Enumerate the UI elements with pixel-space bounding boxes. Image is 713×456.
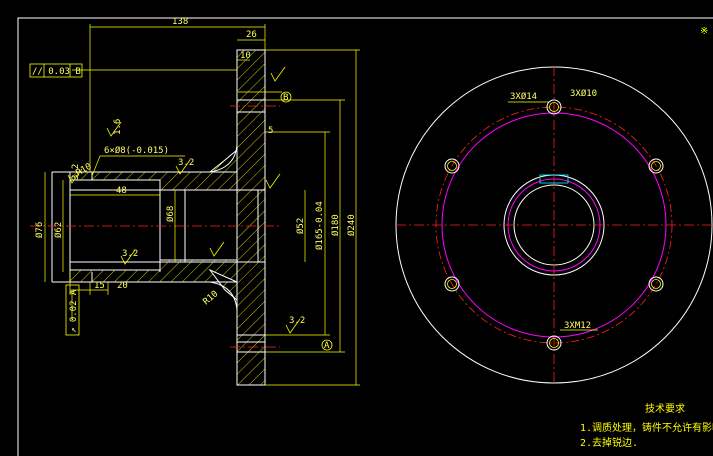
keyway (539, 174, 569, 184)
dim-dia-62: Ø62 (53, 222, 64, 238)
corner-mark: ※ (700, 26, 708, 37)
roughness-mid: 3.2 (122, 249, 138, 259)
dim-dia-52: Ø52 (295, 218, 306, 234)
dim-bolt-hole: 6×Ø8(-0.015) (104, 145, 169, 156)
parallel-frame-text: // 0.03 B (32, 67, 81, 77)
dim-dia-180: Ø180 (330, 214, 341, 236)
section-view (30, 24, 360, 386)
roughness-bot: 3.2 (289, 316, 305, 326)
dim-dia-76: Ø76 (34, 222, 45, 238)
roughness-low: 3.2 (71, 164, 81, 180)
dim-length-20: 20 (117, 281, 128, 291)
dim-length-15: 15 (94, 281, 105, 291)
dim-flange-width: 26 (246, 30, 257, 40)
roughness-16: 1.6 (113, 119, 123, 135)
runout-frame-text: ↗ 0.02 A (69, 289, 79, 333)
roughness-top: 3.2 (178, 158, 194, 168)
dim-dia-165: Ø165-0.04 (314, 201, 325, 250)
datum-a: A (321, 339, 333, 351)
flange-hatch (236, 49, 266, 336)
notes-title: 技术要求 (645, 402, 685, 415)
dim-overall-length: 138 (172, 17, 188, 27)
dim-dia-240: Ø240 (346, 214, 357, 236)
parallel-tolerance-frame: // 0.03 B (29, 63, 83, 78)
front-view (395, 66, 713, 384)
datum-b: B (280, 91, 292, 103)
notes-line-1: 1.调质处理，铸件不允许有影响强度的缺陷. (580, 421, 713, 434)
boss-upper-hatch (69, 148, 238, 191)
svg-text:B: B (283, 93, 288, 103)
drawing-border (17, 17, 713, 456)
dim-flange-step: 10 (240, 51, 251, 61)
runout-tolerance-frame: ↗ 0.02 A (65, 284, 80, 336)
label-top-holes: 3XØ14 (510, 91, 537, 102)
dim-boss-length: 48 (116, 186, 127, 196)
label-thread: 3XM12 (564, 321, 591, 331)
svg-text:A: A (324, 341, 330, 351)
dim-dia-68: Ø68 (165, 206, 176, 222)
dim-radius-bottom: R10 (202, 289, 221, 307)
label-top-holes-right: 3XØ10 (570, 88, 597, 99)
dim-step-5: 5 (268, 126, 273, 136)
notes-line-2: 2.去掉锐边. (580, 436, 638, 449)
